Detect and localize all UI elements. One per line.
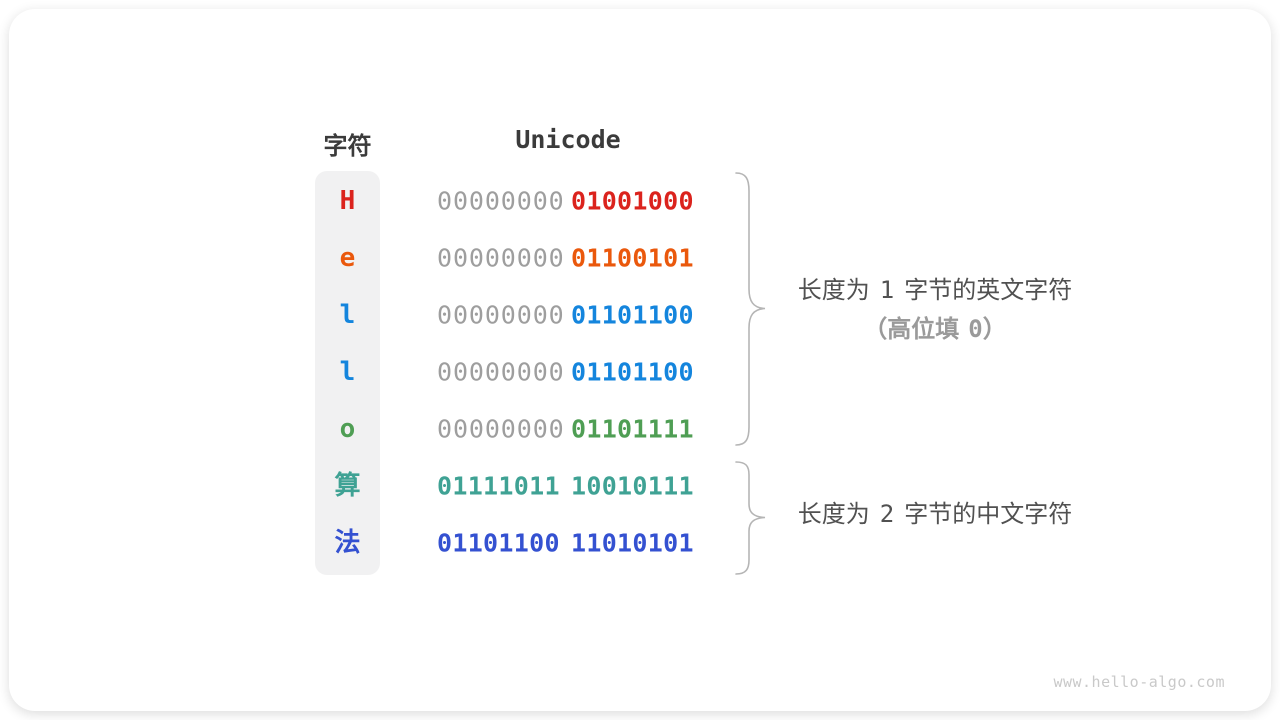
column-header-character: 字符 xyxy=(323,133,372,160)
brace-one-byte-group-icon xyxy=(735,172,766,446)
byte2-cell: 11010101 xyxy=(571,528,694,558)
byte2-cell: 01101100 xyxy=(571,300,694,330)
table-row: 算 01111011 10010111 xyxy=(9,458,1271,515)
character-cell: l xyxy=(339,357,356,387)
byte1-cell: 01111011 xyxy=(437,471,560,501)
character-cell: e xyxy=(339,243,356,273)
table-row: l 00000000 01101100 xyxy=(9,287,1271,344)
byte2-cell: 10010111 xyxy=(571,471,694,501)
byte1-cell: 00000000 xyxy=(437,300,565,330)
character-cell: l xyxy=(339,300,356,330)
table-row: 法 01101100 11010101 xyxy=(9,515,1271,572)
byte2-cell: 01101111 xyxy=(571,414,694,444)
byte1-cell: 01101100 xyxy=(437,528,560,558)
byte1-cell: 00000000 xyxy=(437,243,565,273)
table-row: H 00000000 01001000 xyxy=(9,173,1271,230)
brace-two-byte-group-icon xyxy=(735,461,766,575)
watermark-url: www.hello-algo.com xyxy=(1053,673,1225,691)
byte1-cell: 00000000 xyxy=(437,357,565,387)
byte-count-number: 1 xyxy=(879,276,895,304)
byte2-cell: 01101100 xyxy=(571,357,694,387)
table-row: o 00000000 01101111 xyxy=(9,401,1271,458)
diagram-card: 字符 Unicode H 00000000 01001000 e 0000000… xyxy=(9,9,1271,711)
byte-count-number: 2 xyxy=(879,500,895,528)
byte2-cell: 01001000 xyxy=(571,186,694,216)
byte1-cell: 00000000 xyxy=(437,186,565,216)
character-column-background xyxy=(315,171,380,575)
byte2-cell: 01100101 xyxy=(571,243,694,273)
table-row: l 00000000 01101100 xyxy=(9,344,1271,401)
byte1-cell: 00000000 xyxy=(437,414,565,444)
character-cell: 算 xyxy=(334,471,361,501)
character-cell: 法 xyxy=(334,528,361,558)
unicode-encoding-diagram: 字符 Unicode H 00000000 01001000 e 0000000… xyxy=(9,9,1271,711)
character-cell: H xyxy=(339,186,356,216)
table-row: e 00000000 01100101 xyxy=(9,230,1271,287)
character-cell: o xyxy=(339,414,356,444)
column-header-unicode: Unicode xyxy=(515,125,621,154)
padding-zero: 0 xyxy=(968,315,983,343)
